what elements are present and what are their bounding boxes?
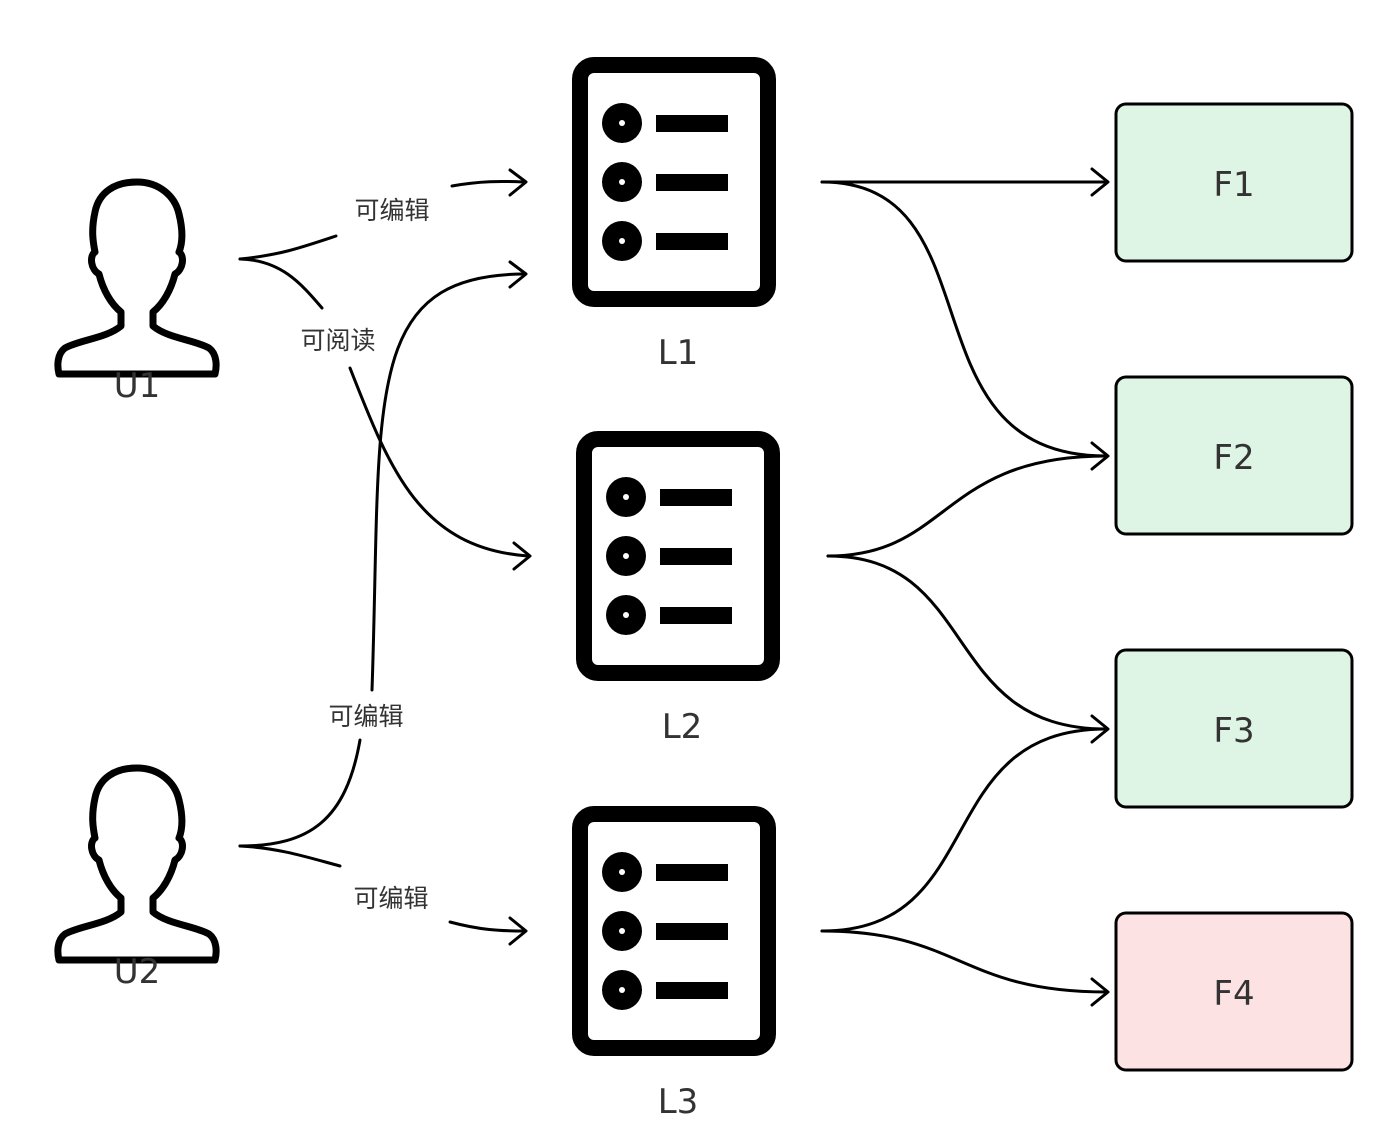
edge-label-u2-l1: 可编辑 [328, 702, 403, 731]
permission-edges [238, 168, 532, 946]
edge-labels: 可编辑 可阅读 可编辑 可编辑 [300, 196, 429, 913]
arrowhead-l2-f3 [1090, 714, 1110, 744]
file-label: F4 [1213, 974, 1254, 1014]
edge-l1-f2 [820, 180, 1108, 458]
file-box [1114, 375, 1354, 536]
file-label: F1 [1213, 165, 1254, 205]
user-silhouette-icon [58, 182, 216, 374]
edge-u2-l1 [238, 738, 362, 848]
edge-u1-l2-tail [348, 366, 530, 558]
edge-u2-l3-tail [448, 920, 526, 933]
edge-l2-f2 [826, 454, 1108, 558]
file-node-f3[interactable]: F3 [1114, 648, 1354, 809]
edge-u2-l1-tail [370, 272, 526, 692]
list-node-l2[interactable]: L2 [584, 439, 772, 747]
file-label: F2 [1213, 438, 1254, 478]
edge-u2-l3 [238, 844, 342, 868]
user-label: U1 [114, 366, 161, 406]
arrowhead-u2-l1 [508, 260, 528, 289]
arrowhead-u1-l2 [512, 541, 532, 571]
file-box [1114, 911, 1354, 1072]
list-label: L1 [658, 333, 699, 373]
edge-l2-f3 [826, 554, 1108, 731]
contains-edges [820, 167, 1110, 1007]
document-list-icon [580, 814, 768, 1048]
arrowhead-l1-f2 [1090, 441, 1110, 471]
arrowhead-u2-l3 [508, 916, 528, 946]
edge-label-u2-l3: 可编辑 [353, 884, 428, 913]
edge-label-u1-l2: 可阅读 [300, 326, 375, 355]
list-label: L3 [658, 1082, 699, 1122]
edge-u1-l1 [238, 234, 338, 261]
file-node-f4[interactable]: F4 [1114, 911, 1354, 1072]
file-node-f2[interactable]: F2 [1114, 375, 1354, 536]
file-box [1114, 648, 1354, 809]
edge-l3-f3 [820, 727, 1108, 933]
edge-label-u1-l1: 可编辑 [354, 196, 429, 225]
user-node-u1[interactable]: U1 [58, 182, 216, 406]
list-node-l3[interactable]: L3 [580, 814, 768, 1122]
file-box [1114, 102, 1354, 263]
file-node-f1[interactable]: F1 [1114, 102, 1354, 263]
document-list-icon [584, 439, 772, 673]
user-silhouette-icon [58, 768, 216, 960]
edge-u1-l1-tail [450, 179, 526, 188]
arrowhead-l3-f4 [1090, 977, 1110, 1007]
edge-u1-l2 [238, 257, 324, 310]
document-list-icon [580, 65, 768, 299]
user-node-u2[interactable]: U2 [58, 768, 216, 992]
arrowhead-u1-l1 [508, 168, 528, 197]
list-node-l1[interactable]: L1 [580, 65, 768, 373]
list-label: L2 [662, 707, 703, 747]
edge-l3-f4 [820, 929, 1108, 994]
user-label: U2 [114, 952, 161, 992]
file-label: F3 [1213, 711, 1254, 751]
arrowhead-l1-f1 [1090, 167, 1110, 197]
